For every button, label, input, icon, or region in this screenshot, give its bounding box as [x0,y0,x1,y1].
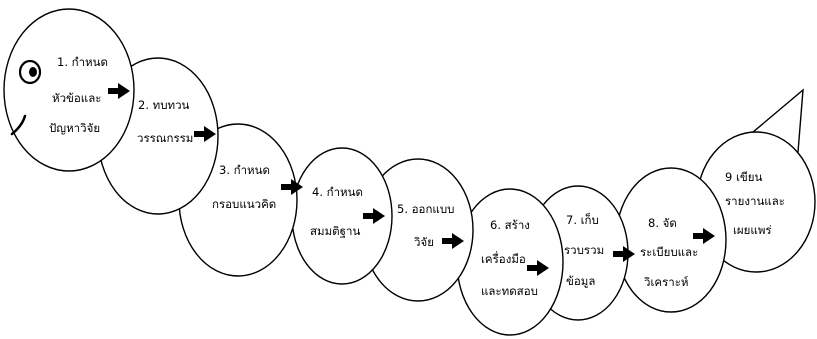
segment-4-label: 4. กำหนด สมมติฐาน [310,185,367,238]
segment-6-label: 6. สร้าง เครื่องมือ และทดสอบ [481,218,538,298]
mouth [10,114,27,136]
segment-8-line-2: ระเบียบและ [640,245,698,259]
arrow-4-to-5 [363,208,385,224]
segment-3-label: 3. กำหนด กรอบแนวคิด [212,163,276,211]
segment-1-line-1: 1. กำหนด [57,55,108,69]
segment-4: 4. กำหนด สมมติฐาน [291,147,393,285]
segment-5-line-1: 5. ออกแบบ [397,202,454,216]
arrow-1-to-2 [108,83,130,99]
arrow-3-to-4 [281,179,303,195]
segment-8-body [615,167,727,313]
arrow-7-to-8 [613,246,635,262]
arrow-6-to-7 [527,260,549,276]
segment-7-line-3: ข้อมูล [566,274,595,288]
segment-5: 5. ออกแบบ วิจัย [362,158,474,302]
segment-8: 8. จัด ระเบียบและ วิเคราะห์ [615,167,727,313]
segment-9-line-2: รายงานและ [725,194,785,208]
segment-9-line-1: 9 เขียน [725,170,763,184]
segment-6: 6. สร้าง เครื่องมือ และทดสอบ [456,188,564,336]
segment-1-label: 1. กำหนด หัวข้อและ ปัญหาวิจัย [49,55,112,135]
segment-1-line-3: ปัญหาวิจัย [49,121,100,135]
segment-8-label: 8. จัด ระเบียบและ วิเคราะห์ [640,216,702,289]
segment-8-line-3: วิเคราะห์ [643,275,688,289]
segment-5-line-2: วิจัย [413,235,433,249]
segment-6-line-1: 6. สร้าง [490,218,530,232]
segment-4-line-1: 4. กำหนด [312,185,363,199]
segment-4-line-2: สมมติฐาน [310,224,360,238]
segment-8-line-1: 8. จัด [648,216,677,230]
segment-2-line-2: วรรณกรรม [137,131,193,145]
segment-2-label: 2. ทบทวน วรรณกรรม [137,98,193,145]
segment-6-line-3: และทดสอบ [481,284,538,298]
segment-3-line-2: กรอบแนวคิด [212,197,276,211]
segment-1-head: 1. กำหนด หัวข้อและ ปัญหาวิจัย [3,8,135,172]
segment-7-label: 7. เก็บ รวบรวม ข้อมูล [564,212,608,288]
segment-2-line-1: 2. ทบทวน [138,98,190,112]
segment-1-body [3,8,135,172]
segment-6-line-2: เครื่องมือ [481,251,526,266]
segment-1-line-2: หัวข้อและ [52,91,101,105]
segment-7-line-1: 7. เก็บ [566,212,599,227]
segment-7-line-2: รวบรวม [564,243,604,257]
eye-pupil [29,67,37,77]
segment-9-label: 9 เขียน รายงานและ เผยแพร่ [725,170,789,237]
arrow-5-to-6 [442,233,464,249]
segment-9-line-3: เผยแพร่ [733,223,772,237]
segment-3-line-1: 3. กำหนด [219,163,270,177]
arrow-2-to-3 [194,126,216,142]
segment-5-label: 5. ออกแบบ วิจัย [397,202,458,249]
arrow-8-to-9 [693,228,715,244]
